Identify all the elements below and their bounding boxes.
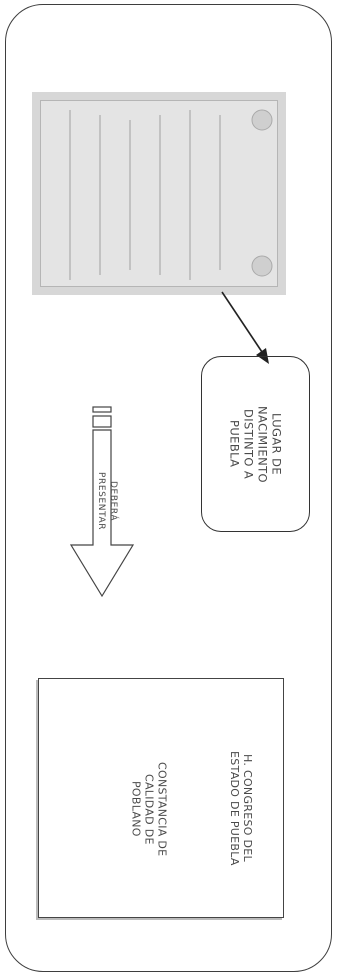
constancia-document	[38, 678, 284, 918]
connector-line	[221, 291, 267, 359]
present-arrow	[69, 406, 135, 598]
birthplace-box: LUGAR DE NACIMIENTO DISTINTO A PUEBLA	[201, 356, 310, 532]
birthplace-label: LUGAR DE NACIMIENTO DISTINTO A PUEBLA	[227, 405, 284, 483]
document-issuer: H. CONGRESO DEL ESTADO DE PUEBLA	[228, 750, 254, 866]
document-title: CONSTANCIA DE CALIDAD DE POBLANO	[129, 761, 169, 857]
certificate-seal-top	[251, 109, 273, 131]
certificate-text-lines	[69, 110, 221, 280]
certificate-seal-bottom	[251, 255, 273, 277]
arrow-label: DEBERÁ PRESENTAR	[96, 471, 118, 531]
diagram-frame	[5, 4, 332, 972]
